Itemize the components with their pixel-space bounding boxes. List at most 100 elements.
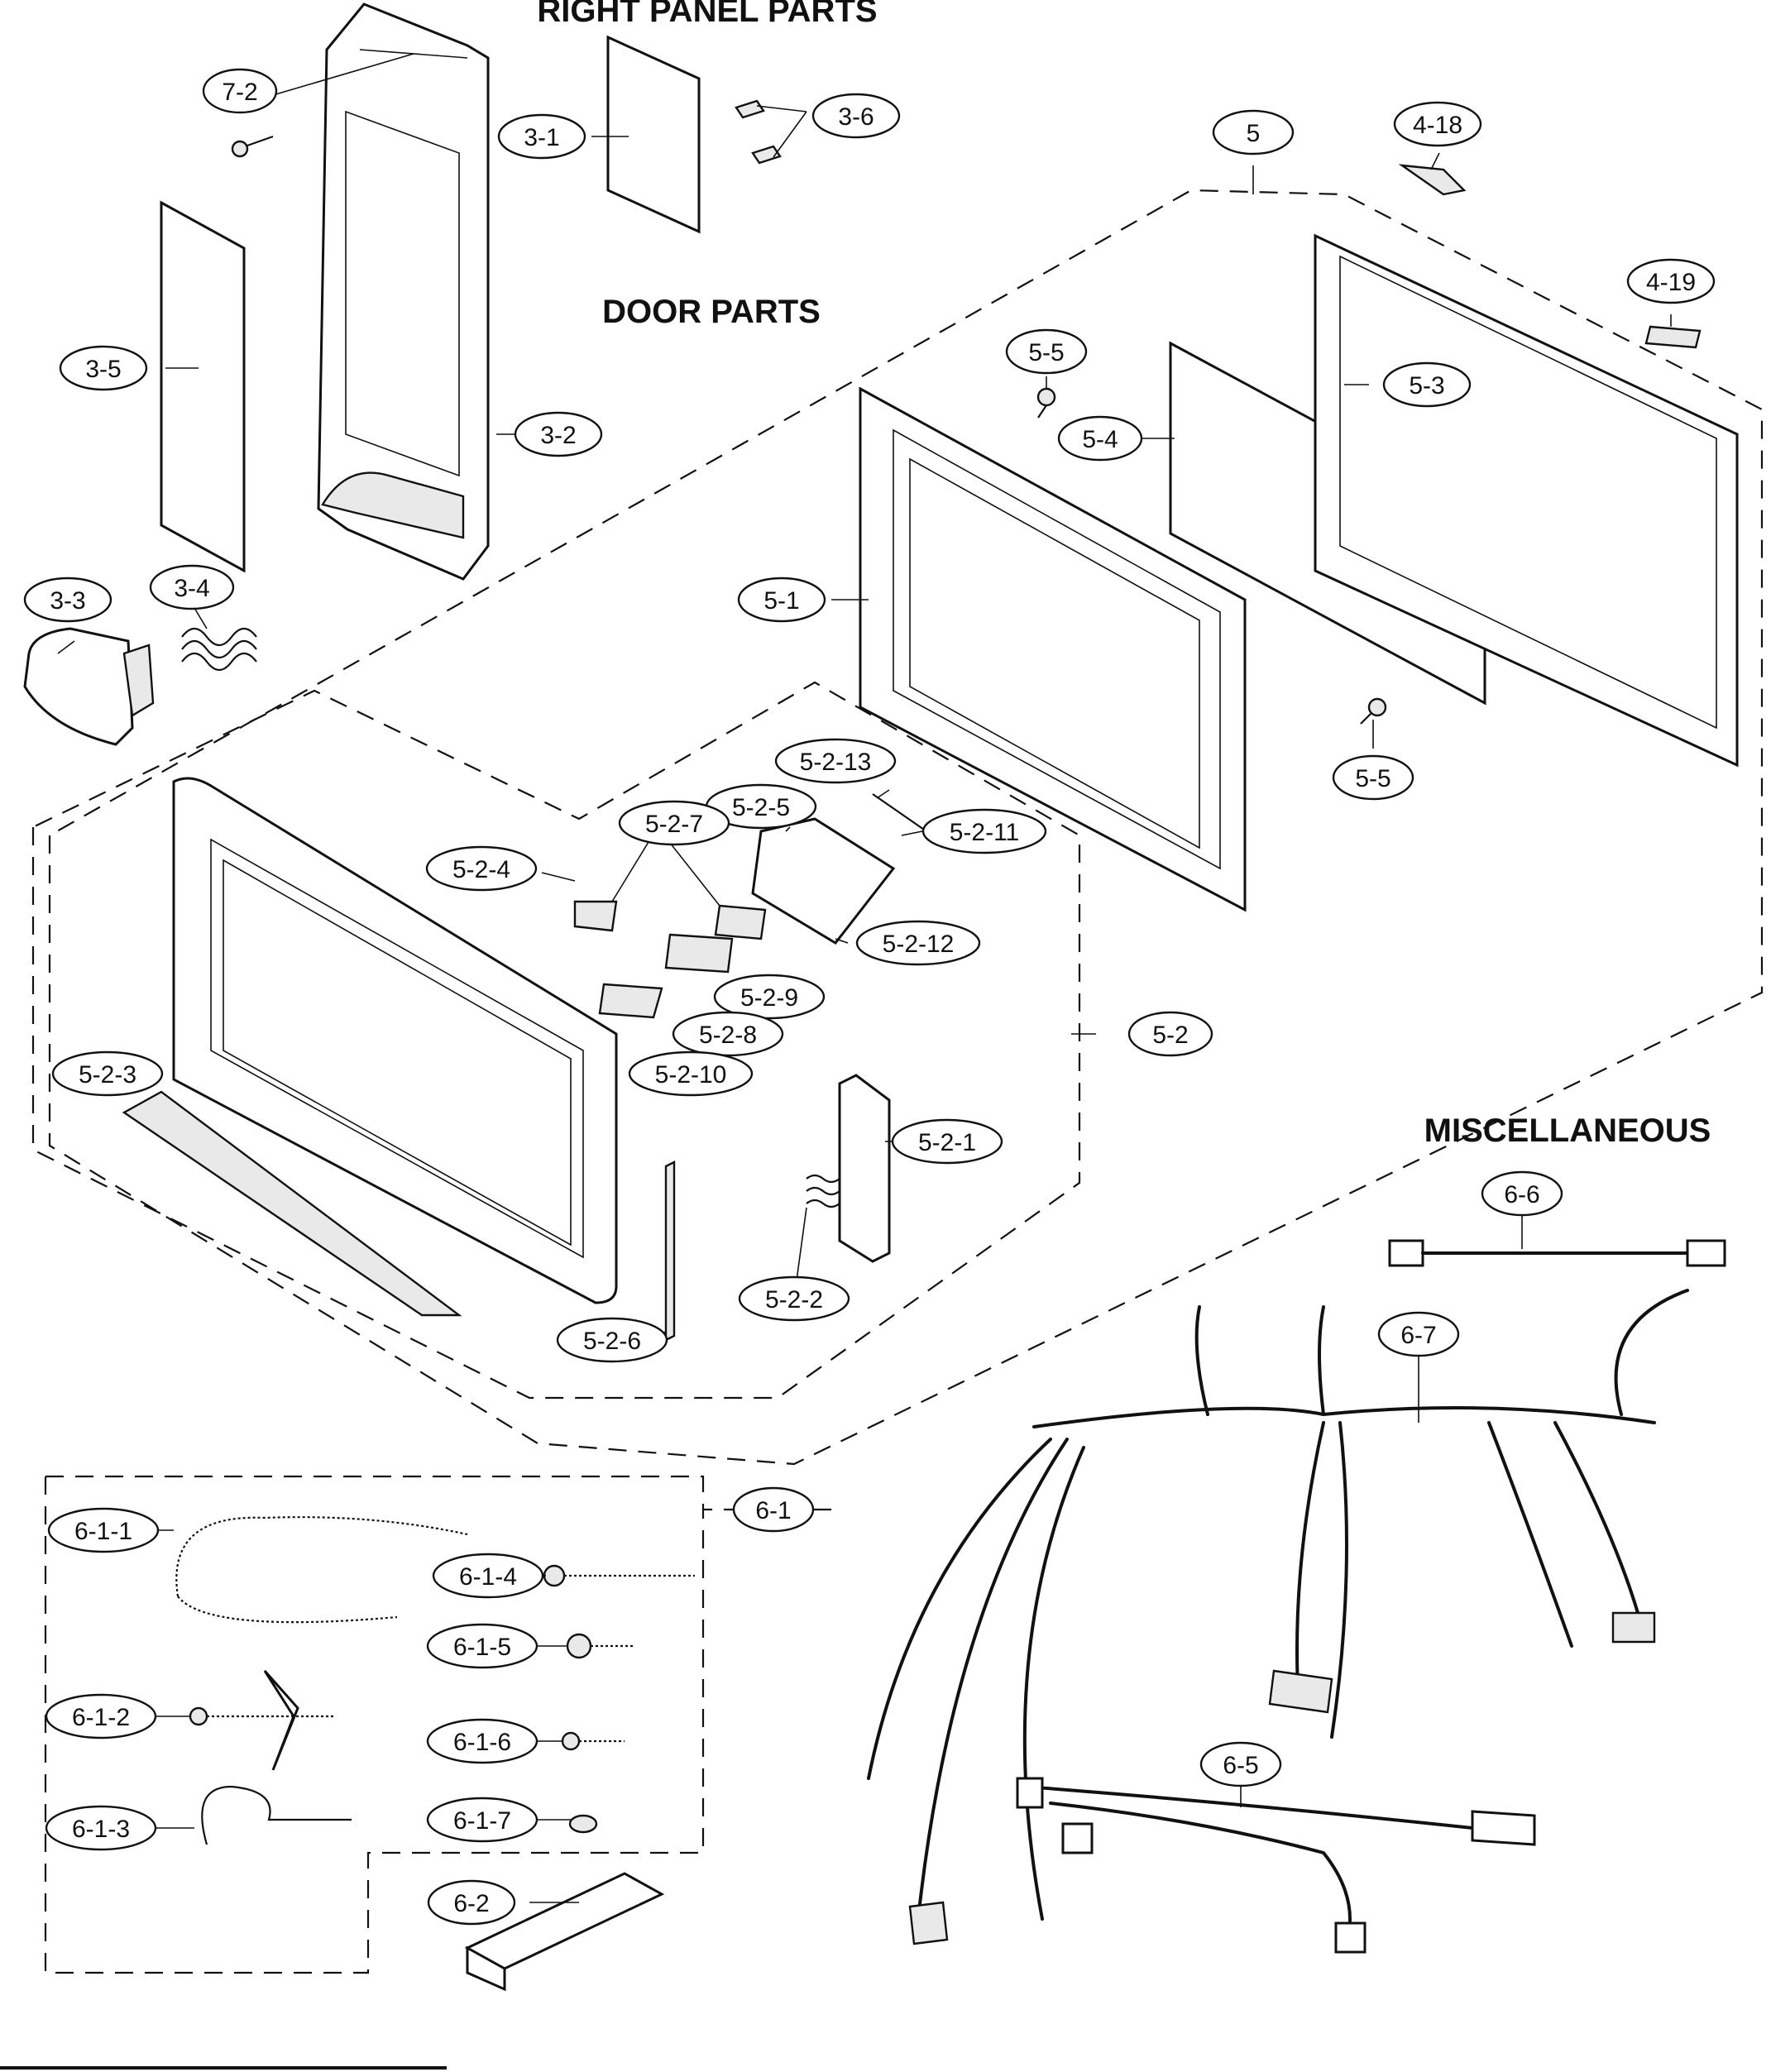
svg-text:6-1-1: 6-1-1 [74, 1518, 132, 1545]
callout-5-2-10: 5-2-10 [628, 1050, 754, 1097]
cable-clamp-6-1-1 [175, 1516, 468, 1624]
callout-6-7: 6-7 [1377, 1311, 1460, 1357]
callout-5-2-2: 5-2-2 [738, 1275, 850, 1322]
callout-3-6: 3-6 [811, 93, 901, 139]
seal-strip-5-2-6 [664, 1160, 676, 1342]
screw-6-1-6 [561, 1731, 625, 1751]
svg-text:5-2-4: 5-2-4 [452, 856, 510, 883]
svg-text:5-2-11: 5-2-11 [950, 819, 1020, 846]
svg-text:5-4: 5-4 [1082, 426, 1118, 453]
callout-6-6: 6-6 [1481, 1170, 1563, 1217]
svg-text:3-6: 3-6 [838, 103, 874, 131]
callout-3-5: 3-5 [59, 345, 148, 391]
callout-4-18: 4-18 [1393, 101, 1482, 147]
callout-5-1: 5-1 [737, 577, 826, 623]
svg-text:5-2-1: 5-2-1 [918, 1129, 976, 1156]
callout-6-1-2: 6-1-2 [45, 1693, 157, 1739]
svg-text:6-1-7: 6-1-7 [453, 1807, 511, 1835]
mounting-kit-dashed-outline [44, 1475, 835, 1974]
callout-3-2: 3-2 [514, 411, 603, 457]
latch-spring-5-2-2 [806, 1174, 840, 1208]
callout-6-1-7: 6-1-7 [426, 1797, 538, 1843]
svg-text:5-2-3: 5-2-3 [79, 1061, 136, 1089]
small-parts-5-2 [573, 793, 927, 1019]
stopper-4-19 [1644, 325, 1702, 349]
svg-text:5-5: 5-5 [1355, 765, 1390, 792]
door-assembly-dashed-outline [31, 681, 1081, 1400]
callout-6-1-3: 6-1-3 [45, 1805, 157, 1851]
wire-6-6 [1388, 1239, 1726, 1267]
svg-text:6-1-4: 6-1-4 [459, 1563, 517, 1591]
svg-text:6-1-2: 6-1-2 [72, 1704, 130, 1731]
svg-text:4-19: 4-19 [1646, 269, 1696, 296]
heading-door-parts: DOOR PARTS [602, 294, 821, 330]
svg-text:5: 5 [1247, 120, 1261, 147]
svg-text:6-2: 6-2 [453, 1890, 489, 1917]
wire-6-5 [1016, 1777, 1536, 1954]
washer-6-1-7 [568, 1814, 598, 1834]
callout-5-2-11: 5-2-11 [921, 808, 1047, 854]
callout-5: 5 [1212, 109, 1295, 156]
svg-text:6-6: 6-6 [1504, 1181, 1539, 1208]
heading-miscellaneous: MISCELLANEOUS [1424, 1113, 1711, 1149]
svg-text:5-2-10: 5-2-10 [655, 1061, 727, 1089]
callout-3-4: 3-4 [149, 564, 235, 610]
svg-text:6-1-3: 6-1-3 [72, 1816, 130, 1843]
callout-5-2-4: 5-2-4 [425, 845, 538, 892]
door-frame-5-1 [859, 386, 1247, 912]
door-parts-dashed-outline [48, 189, 1764, 1466]
door-hook-4-18 [1398, 164, 1467, 196]
svg-text:6-1-6: 6-1-6 [453, 1729, 511, 1756]
latch-lever-5-2-1 [838, 1074, 891, 1263]
svg-text:6-1-5: 6-1-5 [453, 1634, 511, 1661]
svg-text:7-2: 7-2 [222, 79, 257, 106]
callout-6-1-4: 6-1-4 [432, 1553, 544, 1599]
callout-5-2-9: 5-2-9 [713, 974, 826, 1020]
svg-text:5-2-12: 5-2-12 [883, 931, 955, 958]
right-panel-3-2 [317, 2, 490, 581]
svg-text:4-18: 4-18 [1413, 112, 1462, 139]
callout-5-2-3: 5-2-3 [51, 1050, 164, 1097]
svg-text:5-3: 5-3 [1409, 372, 1444, 400]
screw-6-1-5 [566, 1633, 633, 1659]
callout-5-2: 5-2 [1127, 1011, 1213, 1057]
latch-head-5-2-5 [751, 817, 896, 945]
callout-5-2-7: 5-2-7 [618, 800, 730, 846]
svg-text:5-2-9: 5-2-9 [740, 984, 798, 1012]
svg-text:5-2-7: 5-2-7 [645, 811, 703, 838]
callout-5-2-12: 5-2-12 [855, 920, 981, 966]
svg-text:5-2: 5-2 [1152, 1022, 1188, 1049]
screw-7-2 [231, 135, 274, 158]
bolt-6-1-4 [543, 1564, 695, 1587]
callout-5-2-5: 5-2-5 [705, 783, 817, 830]
callout-5-5-lower: 5-5 [1332, 754, 1414, 801]
svg-text:3-3: 3-3 [50, 587, 85, 615]
svg-text:3-5: 3-5 [85, 356, 121, 383]
spring-3-4 [181, 627, 257, 672]
svg-text:5-2-6: 5-2-6 [583, 1328, 641, 1355]
panel-sheet-3-5 [160, 200, 246, 573]
svg-text:3-2: 3-2 [540, 422, 576, 449]
callout-5-5-upper: 5-5 [1005, 328, 1088, 375]
callout-3-3: 3-3 [23, 577, 112, 623]
svg-text:5-2-2: 5-2-2 [765, 1286, 823, 1314]
svg-text:5-2-13: 5-2-13 [800, 749, 872, 776]
screw-5-5-upper [1036, 387, 1056, 419]
callout-6-1-5: 6-1-5 [426, 1623, 538, 1669]
callout-6-1-1: 6-1-1 [47, 1507, 160, 1553]
callout-6-1: 6-1 [732, 1486, 815, 1533]
callout-5-4: 5-4 [1057, 415, 1143, 462]
callout-5-2-1: 5-2-1 [891, 1118, 1003, 1165]
door-panel-5-2 [122, 777, 618, 1317]
svg-text:5-2-5: 5-2-5 [732, 794, 790, 821]
screw-5-5-lower [1360, 697, 1387, 725]
callout-6-2: 6-2 [427, 1879, 516, 1926]
svg-text:6-5: 6-5 [1223, 1752, 1258, 1779]
svg-text:5-2-8: 5-2-8 [699, 1022, 757, 1049]
callout-6-5: 6-5 [1199, 1741, 1282, 1787]
callout-5-2-13: 5-2-13 [774, 738, 897, 784]
bracket-6-2 [464, 1872, 665, 1992]
screws-3-6 [735, 99, 782, 165]
callout-4-19: 4-19 [1626, 258, 1716, 304]
